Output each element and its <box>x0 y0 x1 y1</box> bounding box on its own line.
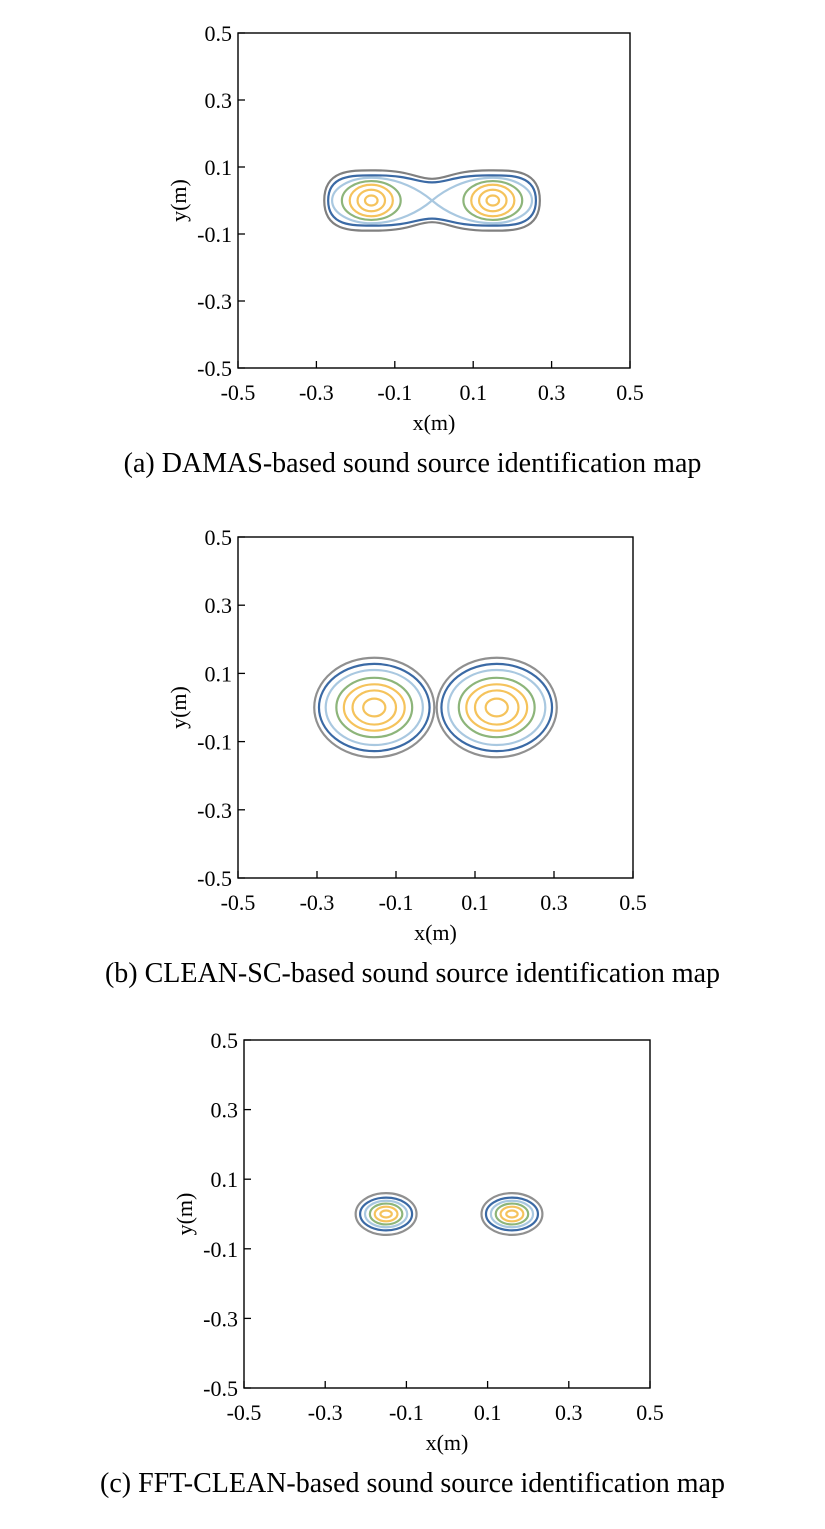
panel-caption: (a) DAMAS-based sound source identificat… <box>124 448 702 479</box>
contour-line <box>435 656 558 759</box>
contour-line <box>440 662 554 753</box>
contour-line <box>489 1199 535 1229</box>
y-tick-label: 0.5 <box>211 1028 239 1053</box>
y-tick-label: -0.1 <box>203 1237 238 1262</box>
contour-line <box>379 1209 393 1219</box>
contour-line <box>317 662 431 753</box>
x-tick-label: -0.5 <box>221 890 256 915</box>
chart-panel-1: -0.5 -0.3 -0.1 0.1 0.3 0.5 0.5 0.3 0.1 -0.1 -0.3 -0… <box>124 21 702 479</box>
y-axis-label: y(m) <box>166 686 191 729</box>
contour-line <box>477 188 508 213</box>
contour-line <box>373 1205 399 1223</box>
x-axis-label: x(m) <box>414 920 457 945</box>
axes-frame <box>237 536 634 879</box>
x-tick-label: 0.3 <box>538 380 566 405</box>
contour-line <box>330 176 534 225</box>
y-tick-label: -0.5 <box>197 356 232 381</box>
contour-line <box>324 668 424 747</box>
y-tick-label: -0.3 <box>197 289 232 314</box>
x-tick-label: -0.5 <box>227 1400 262 1425</box>
y-tick-label: -0.3 <box>197 798 232 823</box>
x-tick-label: 0.3 <box>540 890 568 915</box>
y-tick-label: 0.1 <box>211 1167 239 1192</box>
x-tick-label: 0.5 <box>616 380 644 405</box>
x-tick-label: 0.1 <box>459 380 487 405</box>
x-tick-label: -0.3 <box>308 1400 343 1425</box>
y-tick-label: 0.1 <box>205 661 233 686</box>
x-tick-label: -0.1 <box>389 1400 424 1425</box>
contour-line <box>485 194 501 207</box>
contour-line <box>362 697 387 718</box>
x-tick-label: -0.3 <box>299 380 334 405</box>
y-tick-label: 0.3 <box>205 88 233 113</box>
contour-line <box>323 169 541 232</box>
x-tick-label: 0.5 <box>636 1400 664 1425</box>
x-axis-label: x(m) <box>413 410 456 435</box>
y-tick-label: 0.1 <box>205 155 233 180</box>
x-tick-label: -0.1 <box>379 890 414 915</box>
contour-line <box>505 1209 519 1219</box>
contour-group <box>354 1192 544 1236</box>
contour-line <box>359 1196 414 1232</box>
contour-line <box>465 683 529 732</box>
y-tick-label: -0.1 <box>197 222 232 247</box>
contour-line <box>363 194 379 207</box>
contour-line <box>447 668 547 747</box>
contour-line <box>354 1192 418 1236</box>
contour-line <box>484 1196 540 1232</box>
y-tick-label: -0.5 <box>197 866 232 891</box>
x-tick-label: 0.5 <box>619 890 647 915</box>
y-tick-label: -0.1 <box>197 730 232 755</box>
x-axis-label: x(m) <box>426 1430 469 1455</box>
contour-line <box>327 174 538 227</box>
contour-line <box>473 689 520 726</box>
contour-line <box>494 1202 530 1226</box>
y-tick-label: 0.3 <box>211 1098 239 1123</box>
y-axis-label: y(m) <box>166 179 191 222</box>
panel-caption: (b) CLEAN-SC-based sound source identifi… <box>105 958 720 989</box>
x-tick-label: 0.1 <box>461 890 489 915</box>
contour-line <box>313 656 436 759</box>
chart-panel-3: -0.5 -0.3 -0.1 0.1 0.3 0.5 0.5 0.3 0.1 -0.1 -0.3 -0… <box>100 1028 725 1499</box>
x-tick-label: 0.3 <box>555 1400 583 1425</box>
axes-frame <box>237 32 631 369</box>
contour-line <box>484 697 509 718</box>
x-tick-label: -0.3 <box>300 890 335 915</box>
contour-line <box>499 1205 525 1223</box>
contour-line <box>335 676 414 739</box>
contour-group <box>323 169 541 232</box>
contour-line <box>351 689 398 726</box>
contour-line <box>368 1202 404 1226</box>
y-tick-label: -0.5 <box>203 1376 238 1401</box>
contour-line <box>342 683 406 732</box>
y-axis-label: y(m) <box>172 1193 197 1236</box>
chart-panel-2: -0.5 -0.3 -0.1 0.1 0.3 0.5 0.5 0.3 0.1 -0.1 -0.3 -0… <box>105 525 720 989</box>
contour-group <box>313 656 558 759</box>
y-tick-label: 0.5 <box>205 21 233 46</box>
x-tick-label: -0.5 <box>221 380 256 405</box>
x-tick-label: -0.1 <box>377 380 412 405</box>
y-tick-label: -0.3 <box>203 1306 238 1331</box>
y-tick-label: 0.3 <box>205 593 233 618</box>
contour-line <box>462 179 524 222</box>
contour-line <box>363 1199 409 1229</box>
contour-line <box>340 179 402 222</box>
panel-caption: (c) FFT-CLEAN-based sound source identif… <box>100 1468 725 1499</box>
y-tick-label: 0.5 <box>205 525 233 550</box>
contour-line <box>348 183 394 218</box>
axes-frame <box>243 1039 651 1389</box>
contour-line <box>480 1192 544 1236</box>
contour-line <box>457 676 536 739</box>
x-tick-label: 0.1 <box>474 1400 502 1425</box>
contour-line <box>356 188 387 213</box>
contour-line <box>470 183 516 218</box>
